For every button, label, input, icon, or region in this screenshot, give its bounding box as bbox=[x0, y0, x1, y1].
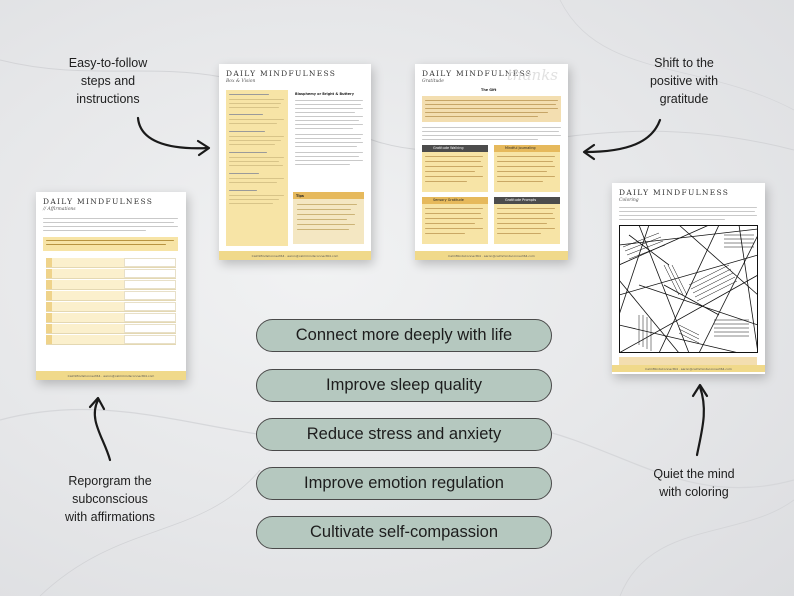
card-footer: CalmMindsConnect64 · aaron@calmmindsconn… bbox=[219, 251, 371, 260]
benefit-sleep-quality: Improve sleep quality bbox=[256, 369, 552, 402]
card-heading: Blasphemy or Bright & Buttery bbox=[295, 92, 354, 96]
gratitude-prompts-header bbox=[494, 197, 560, 204]
card-footer: CalmMindsConnect64 · aaron@calmmindsconn… bbox=[36, 371, 186, 380]
card-subtitle: Coloring bbox=[619, 198, 639, 203]
sensory-gratitude-label: Sensory Gratitude bbox=[433, 198, 464, 202]
gratitude-walking-header bbox=[422, 145, 488, 152]
coloring-worksheet: DAILY MINDFULNESS Coloring CalmMindsConn… bbox=[612, 183, 765, 374]
benefit-self-compassion: Cultivate self-compassion bbox=[256, 516, 552, 549]
caption-affirmations: Reporgram the subconscious with affirmat… bbox=[64, 474, 156, 524]
card-subtitle: Gratitude bbox=[422, 79, 444, 84]
tips-heading: Tips bbox=[296, 193, 304, 198]
coloring-note-box bbox=[619, 357, 757, 365]
gratitude-prompts-label: Gratitude Prompts bbox=[505, 198, 537, 202]
mindful-journaling-label: Mindful Journaling bbox=[505, 146, 536, 150]
geometric-coloring-pattern bbox=[619, 225, 758, 353]
card-subtitle: // Affirmations bbox=[43, 207, 76, 212]
steps-column bbox=[226, 90, 288, 246]
caption-steps: Easy-to-follow steps and instructions bbox=[68, 56, 148, 106]
box-breathing-worksheet: DAILY MINDFULNESS Box & Vision Blasphemy… bbox=[219, 64, 371, 260]
card-heading: The Gift bbox=[481, 88, 497, 92]
card-title: DAILY MINDFULNESS bbox=[226, 69, 337, 78]
card-footer: CalmMindsConnect64 · aaron@calmmindsconn… bbox=[415, 251, 568, 260]
card-footer: CalmMindsConnect64 · aaron@calmmindsconn… bbox=[612, 365, 765, 372]
gratitude-walking-label: Gratitude Walking bbox=[433, 146, 464, 150]
gratitude-worksheet: DAILY MINDFULNESS Gratitude thanks The G… bbox=[415, 64, 568, 260]
sensory-gratitude-header bbox=[422, 197, 488, 204]
benefit-connect-deeply: Connect more deeply with life bbox=[256, 319, 552, 352]
watermark: thanks bbox=[506, 66, 558, 84]
card-title: DAILY MINDFULNESS bbox=[43, 197, 154, 206]
caption-gratitude: Shift to the positive with gratitude bbox=[649, 56, 719, 106]
affirmation-table bbox=[36, 258, 186, 358]
card-subtitle: Box & Vision bbox=[226, 79, 256, 84]
benefit-reduce-stress: Reduce stress and anxiety bbox=[256, 418, 552, 451]
affirmations-worksheet: DAILY MINDFULNESS // Affirmations CalmMi… bbox=[36, 192, 186, 380]
caption-coloring: Quiet the mind with coloring bbox=[653, 467, 735, 499]
benefit-emotion-regulation: Improve emotion regulation bbox=[256, 467, 552, 500]
tips-box bbox=[293, 192, 364, 244]
card-title: DAILY MINDFULNESS bbox=[422, 69, 533, 78]
card-title: DAILY MINDFULNESS bbox=[619, 188, 730, 197]
mindful-journaling-header bbox=[494, 145, 560, 152]
